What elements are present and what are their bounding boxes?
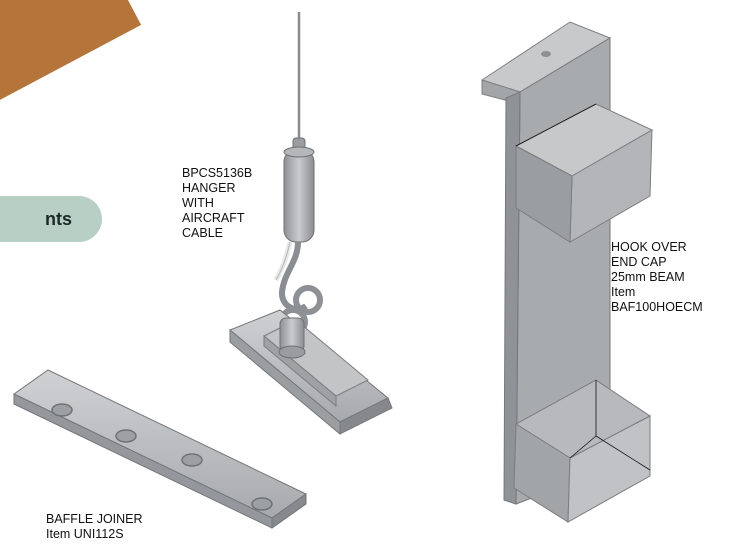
section-tab[interactable]: nts — [0, 196, 102, 242]
hanger-callout-line-2: HANGER — [182, 181, 236, 195]
joiner-callout-line-1: BAFFLE JOINER — [46, 512, 143, 526]
hanger-callout-line-4: AIRCRAFT — [182, 211, 245, 225]
joiner-callout: BAFFLE JOINER Item UNI112S — [46, 512, 143, 542]
section-tab-label: nts — [45, 208, 72, 229]
end-cap-callout-line-5: BAF100HOECM — [611, 300, 703, 314]
end-cap-drawing — [480, 21, 654, 523]
hanger-callout-line-3: WITH — [182, 196, 214, 210]
hanger-drawing — [229, 12, 393, 436]
end-cap-callout: HOOK OVER END CAP 25mm BEAM Item BAF100H… — [611, 240, 703, 315]
hanger-callout-line-1: BPCS5136B — [182, 166, 253, 180]
joiner-holes — [51, 403, 273, 511]
joiner-callout-line-2: Item UNI112S — [46, 527, 124, 541]
end-cap-callout-line-3: 25mm BEAM — [611, 270, 685, 284]
end-cap-callout-line-2: END CAP — [611, 255, 667, 269]
end-cap-callout-line-4: Item — [611, 285, 636, 299]
hanger-callout: BPCS5136B HANGER WITH AIRCRAFT CABLE — [182, 166, 252, 241]
joiner-drawing — [13, 369, 307, 529]
end-cap-callout-line-1: HOOK OVER — [611, 240, 687, 254]
hanger-callout-line-5: CABLE — [182, 226, 223, 240]
